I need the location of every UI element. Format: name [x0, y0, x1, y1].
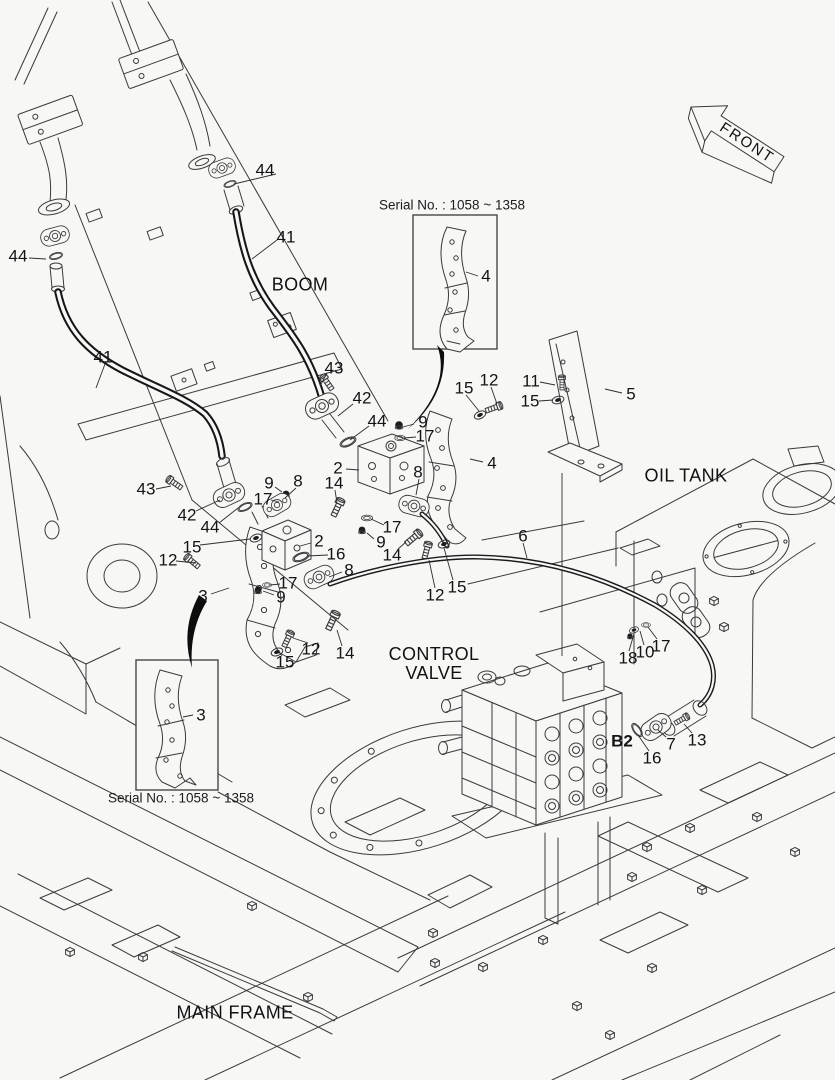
main-frame-line-art: [0, 395, 835, 1080]
part-callout-17: 17: [415, 426, 435, 446]
area-label-oil-tank: OIL TANK: [644, 465, 728, 486]
b2-connection: [626, 622, 708, 745]
part-callout-44: 44: [200, 517, 220, 537]
part-callout-42: 42: [352, 388, 372, 408]
part-callout-4: 4: [487, 453, 497, 473]
part-callout-15: 15: [182, 537, 202, 557]
part-callout-6: 6: [518, 526, 528, 546]
part-callout-41: 41: [93, 347, 113, 367]
part-callout-5: 5: [626, 384, 636, 404]
part-callout-17: 17: [382, 517, 402, 537]
part-callout-18: 18: [618, 648, 638, 668]
part-callout-2: 2: [333, 458, 343, 478]
bracket-4-main: [425, 410, 467, 545]
part-callout-12: 12: [425, 585, 445, 605]
part-callout-14: 14: [382, 545, 402, 565]
part-callout-3: 3: [196, 705, 206, 725]
part-callout-15: 15: [447, 577, 467, 597]
boom-line-art: [14, 0, 389, 631]
block-2-upper-cluster: [301, 372, 505, 561]
part-callout-8: 8: [293, 471, 303, 491]
part-callout-44: 44: [255, 160, 275, 180]
part-callout-9: 9: [276, 587, 286, 607]
part-callout-15: 15: [520, 391, 540, 411]
part-callout-13: 13: [687, 730, 707, 750]
part-callout-41: 41: [276, 227, 296, 247]
part-callout-8: 8: [344, 560, 354, 580]
part-callout-10: 10: [635, 642, 655, 662]
area-label-control-valve: CONTROL VALVE: [388, 644, 480, 683]
part-callout-17: 17: [278, 573, 298, 593]
part-callout-11: 11: [522, 371, 540, 391]
part-callout-3: 3: [198, 586, 208, 606]
part-callout-9: 9: [376, 532, 386, 552]
part-callout-7: 7: [666, 734, 676, 754]
brush-arrow-bottom: [187, 595, 207, 668]
bracket-5: [547, 330, 623, 483]
serial-box-bottom: [135, 659, 219, 791]
part-callout-4: 4: [481, 266, 491, 286]
brush-arrow-top: [408, 345, 445, 429]
part-callout-12: 12: [301, 639, 321, 659]
part-callout-16: 16: [642, 748, 662, 768]
part-callout-12: 12: [158, 550, 178, 570]
part-callout-15: 15: [454, 378, 474, 398]
part-callout-15: 15: [275, 652, 295, 672]
serial-box-top: [412, 214, 498, 353]
part-callout-9: 9: [264, 473, 274, 493]
part-callout-2: 2: [314, 531, 324, 551]
boom-hoses-41: [54, 208, 326, 460]
block-2-lower-cluster: [164, 457, 347, 658]
part-callout-42: 42: [177, 505, 197, 525]
part-callout-14: 14: [335, 643, 355, 663]
front-arrow-shape: [687, 105, 785, 184]
control-valve-line-art: [438, 473, 663, 925]
part-callout-17: 17: [253, 489, 273, 509]
part-callout-14: 14: [324, 473, 344, 493]
serial-note-top: Serial No. : 1058 ~ 1358: [379, 197, 525, 213]
hose-6: [327, 554, 716, 708]
area-label-main-frame: MAIN FRAME: [176, 1002, 294, 1023]
part-callout-43: 43: [324, 358, 344, 378]
part-callout-44: 44: [367, 411, 387, 431]
part-callout-b2: B2: [611, 731, 633, 751]
part-callout-43: 43: [136, 479, 156, 499]
leader-lines: [28, 173, 693, 752]
part-callout-16: 16: [326, 544, 346, 564]
part-callout-8: 8: [413, 462, 423, 482]
area-label-boom: BOOM: [271, 274, 329, 295]
serial-note-bottom: Serial No. : 1058 ~ 1358: [108, 790, 254, 806]
part-callout-17: 17: [651, 636, 671, 656]
part-callout-9: 9: [418, 412, 428, 432]
part-callout-44: 44: [8, 246, 28, 266]
part-callout-12: 12: [479, 370, 499, 390]
